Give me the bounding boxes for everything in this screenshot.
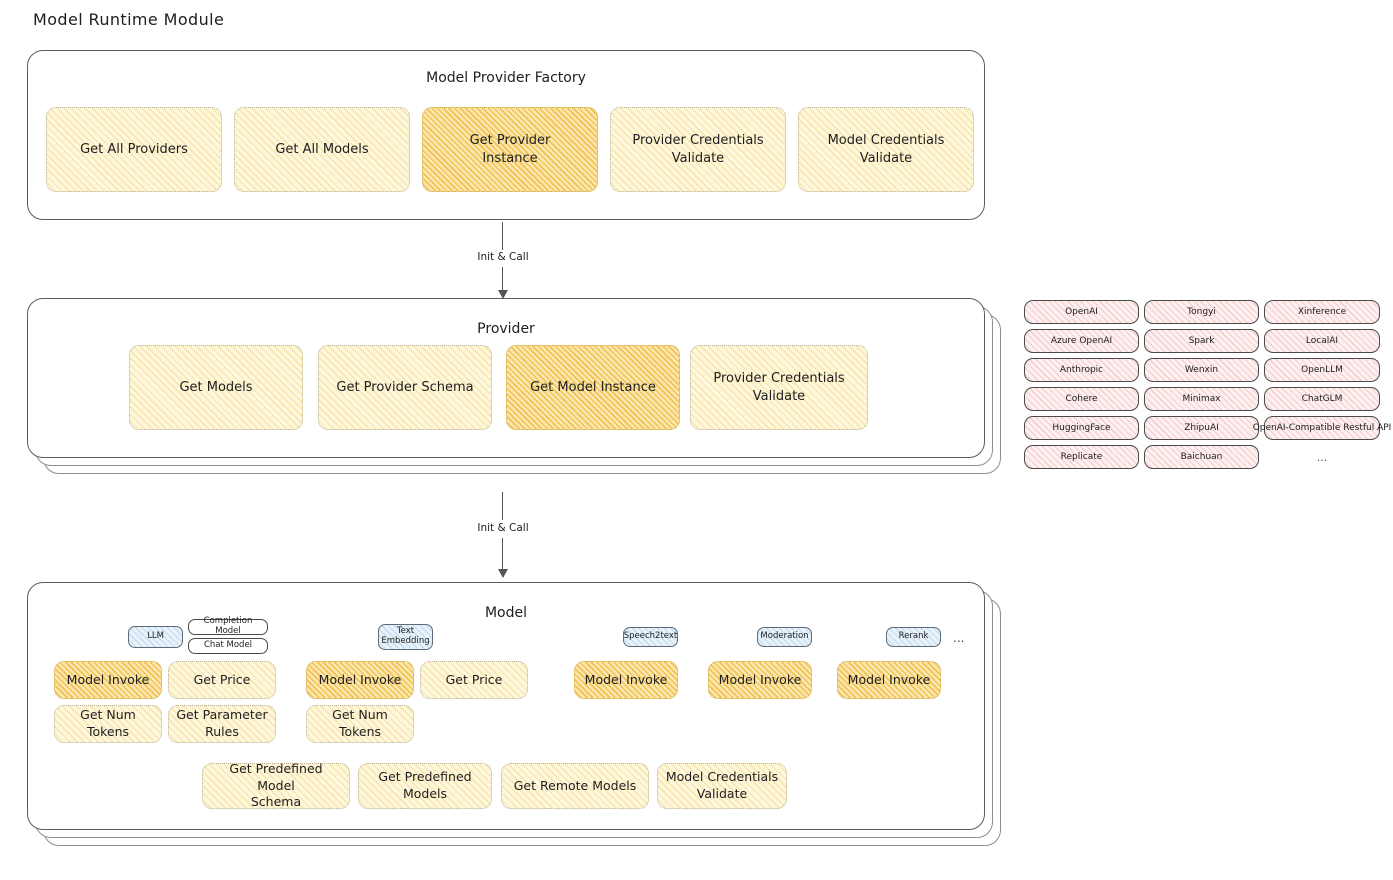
factory-method-get-all-providers[interactable]: Get All Providers [46, 107, 222, 192]
arrow-provider-to-model: Init & Call [460, 492, 546, 582]
model-provider-factory-container: Model Provider Factory Get All Providers… [27, 50, 985, 220]
arrow-factory-to-provider: Init & Call [460, 222, 546, 300]
provider-pill-minimax[interactable]: Minimax [1144, 387, 1259, 411]
provider-method-get-models[interactable]: Get Models [129, 345, 303, 430]
provider-list-more: ... [1316, 450, 1328, 464]
factory-method-get-all-models[interactable]: Get All Models [234, 107, 410, 192]
model-type-badge-rerank[interactable]: Rerank [886, 627, 941, 647]
model-types-more: ... [953, 631, 965, 645]
model-llm-method-model-invoke[interactable]: Model Invoke [54, 661, 162, 699]
model-subtype-badge-chat-model[interactable]: Chat Model [188, 638, 268, 654]
provider-pill-huggingface[interactable]: HuggingFace [1024, 416, 1139, 440]
model-llm-method-get-price[interactable]: Get Price [168, 661, 276, 699]
model-subtype-badge-completion-model[interactable]: Completion Model [188, 616, 268, 636]
factory-method-provider-credentials-validate[interactable]: Provider Credentials Validate [610, 107, 786, 192]
provider-method-get-model-instance[interactable]: Get Model Instance [506, 345, 680, 430]
factory-method-get-provider-instance[interactable]: Get Provider Instance [422, 107, 598, 192]
model-speech2text-method-model-invoke[interactable]: Model Invoke [574, 661, 678, 699]
provider-title: Provider [477, 321, 535, 337]
provider-pill-chatglm[interactable]: ChatGLM [1264, 387, 1380, 411]
provider-pill-tongyi[interactable]: Tongyi [1144, 300, 1259, 324]
model-text-embedding-method-model-invoke[interactable]: Model Invoke [306, 661, 414, 699]
model-common-method-get-predefined-model-schema[interactable]: Get Predefined Model Schema [202, 761, 350, 809]
model-common-method-get-remote-models[interactable]: Get Remote Models [501, 763, 649, 809]
factory-method-model-credentials-validate[interactable]: Model Credentials Validate [798, 107, 974, 192]
provider-pill-xinference[interactable]: Xinference [1264, 300, 1380, 324]
provider-pill-wenxin[interactable]: Wenxin [1144, 358, 1259, 382]
provider-pill-replicate[interactable]: Replicate [1024, 445, 1139, 469]
model-type-badge-text-embedding[interactable]: Text Embedding [378, 624, 433, 650]
model-llm-method-get-parameter-rules[interactable]: Get Parameter Rules [168, 705, 276, 743]
model-moderation-method-model-invoke[interactable]: Model Invoke [708, 661, 812, 699]
arrow-provider-to-model-label: Init & Call [460, 522, 546, 534]
model-provider-factory-title: Model Provider Factory [426, 70, 586, 86]
provider-pill-localai[interactable]: LocalAI [1264, 329, 1380, 353]
provider-pill-azure-openai[interactable]: Azure OpenAI [1024, 329, 1139, 353]
model-type-badge-moderation[interactable]: Moderation [757, 627, 812, 647]
model-text-embedding-method-get-num-tokens[interactable]: Get Num Tokens [306, 705, 414, 743]
model-common-method-get-predefined-models[interactable]: Get Predefined Models [358, 763, 492, 809]
provider-pill-cohere[interactable]: Cohere [1024, 387, 1139, 411]
provider-pill-baichuan[interactable]: Baichuan [1144, 445, 1259, 469]
provider-method-get-provider-schema[interactable]: Get Provider Schema [318, 345, 492, 430]
model-llm-method-get-num-tokens[interactable]: Get Num Tokens [54, 705, 162, 743]
provider-pill-openai[interactable]: OpenAI [1024, 300, 1139, 324]
provider-method-provider-credentials-validate[interactable]: Provider Credentials Validate [690, 345, 868, 430]
provider-pill-spark[interactable]: Spark [1144, 329, 1259, 353]
arrow-factory-to-provider-label: Init & Call [460, 251, 546, 263]
provider-pill-zhipuai[interactable]: ZhipuAI [1144, 416, 1259, 440]
model-common-method-model-credentials-validate[interactable]: Model Credentials Validate [657, 763, 787, 809]
model-title: Model [484, 605, 528, 621]
model-type-badge-speech2text[interactable]: Speech2text [623, 627, 678, 647]
model-type-badge-llm[interactable]: LLM [128, 626, 183, 648]
provider-pill-openllm[interactable]: OpenLLM [1264, 358, 1380, 382]
provider-pill-anthropic[interactable]: Anthropic [1024, 358, 1139, 382]
model-text-embedding-method-get-price[interactable]: Get Price [420, 661, 528, 699]
page-title: Model Runtime Module [33, 10, 225, 29]
provider-pill-openai-compatible-restful-api[interactable]: OpenAI-Compatible Restful API [1253, 416, 1391, 440]
model-rerank-method-model-invoke[interactable]: Model Invoke [837, 661, 941, 699]
